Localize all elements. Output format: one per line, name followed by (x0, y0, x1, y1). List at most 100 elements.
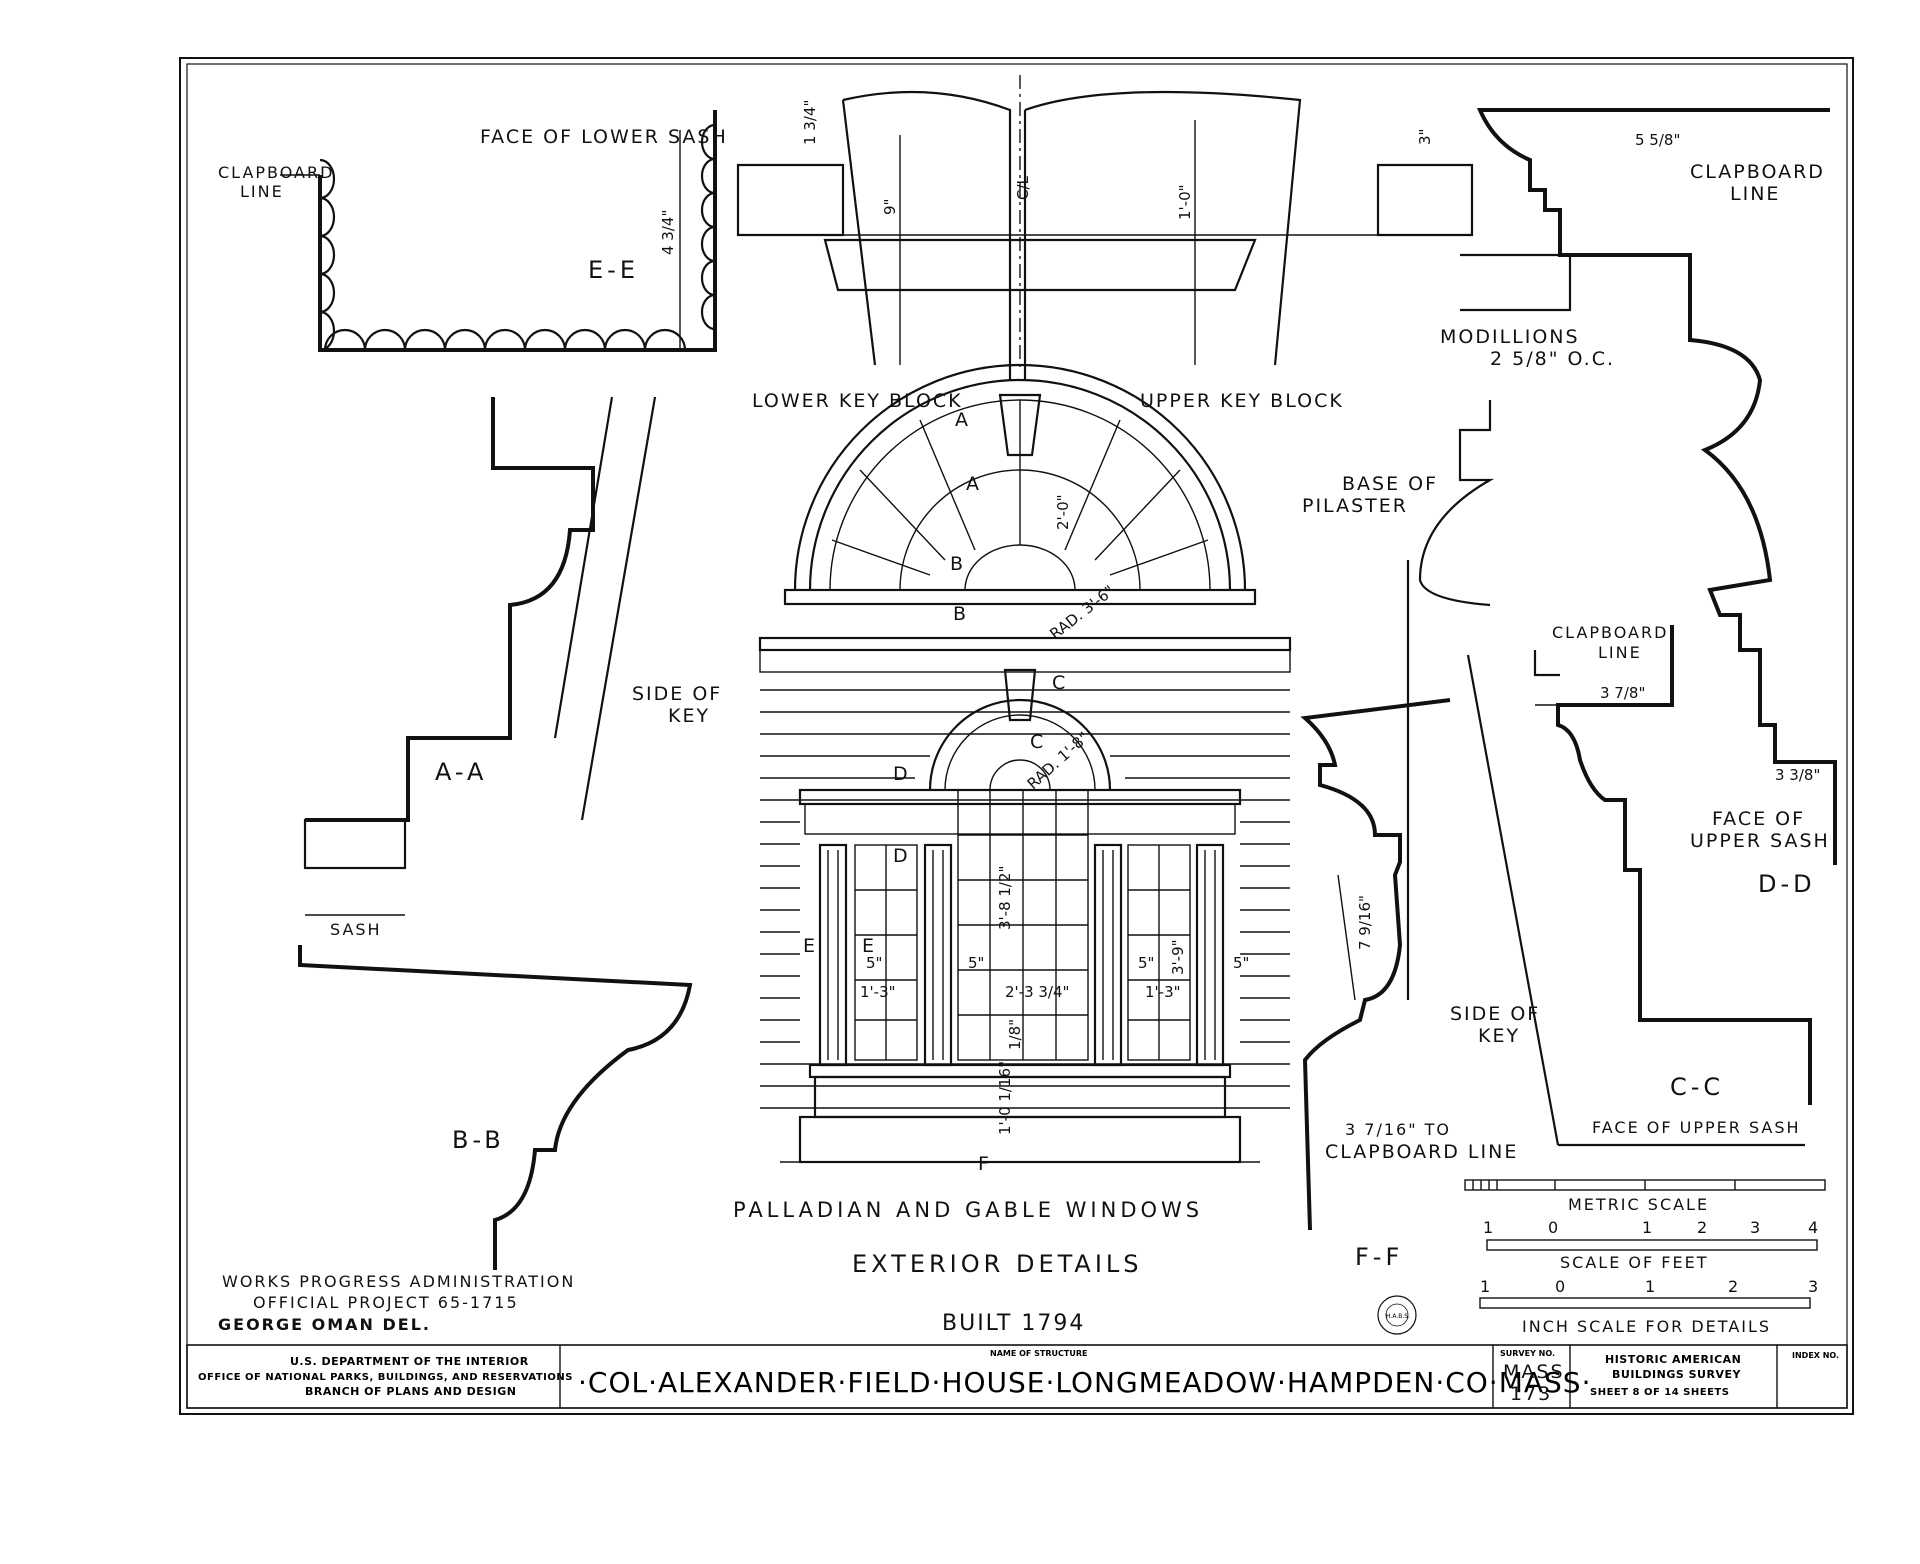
dd-clapboard-1: CLAPBOARD (1690, 161, 1825, 183)
ee-section-label: E-E (588, 256, 639, 284)
ee-face-label: FACE OF LOWER SASH (480, 126, 728, 148)
cc-clapboard-2: LINE (1598, 643, 1642, 662)
cc-side-key-2: KEY (1478, 1025, 1520, 1047)
cc-side-key-1: SIDE OF (1450, 1003, 1540, 1025)
dd-base-1: BASE OF (1342, 473, 1438, 495)
tb-survey-2: 173 (1510, 1383, 1552, 1405)
credit-wpa: WORKS PROGRESS ADMINISTRATION (222, 1272, 575, 1291)
mark-e1: E (803, 935, 817, 957)
elevation-palladian: RAD. 3'-6" RAD. 1'-8" 2'-0" 3'-8 1/2" 3'… (758, 363, 1292, 1175)
dd-modillions-1: MODILLIONS (1440, 326, 1580, 348)
dd-modillions-2: 2 5/8" O.C. (1490, 348, 1615, 370)
tb-structure: ·COL·ALEXANDER·FIELD·HOUSE·LONGMEADOW·HA… (578, 1366, 1591, 1399)
dd-clapboard-2: LINE (1730, 183, 1780, 205)
keyblock-dim-d: 3" (1416, 129, 1434, 145)
dd-section-label: D-D (1758, 870, 1816, 898)
tb-name-caption: NAME OF STRUCTURE (990, 1349, 1087, 1358)
cc-dim: 3 7/8" (1600, 684, 1645, 702)
credit-project: OFFICIAL PROJECT 65-1715 (253, 1293, 519, 1312)
sheet-border-outer (179, 57, 1854, 1415)
mark-a2: A (966, 473, 981, 495)
mark-d2: D (893, 845, 910, 867)
tb-dept-2: OFFICE OF NATIONAL PARKS, BUILDINGS, AND… (198, 1372, 573, 1383)
feet-num-2: 1 (1645, 1277, 1657, 1296)
dd-face-2: UPPER SASH (1690, 830, 1830, 852)
elev-w-side-left: 1'-3" (860, 983, 896, 1001)
dd-face-1: FACE OF (1712, 808, 1805, 830)
dd-base-2: PILASTER (1302, 495, 1408, 517)
dd-dim-top: 5 5/8" (1635, 131, 1680, 149)
title-line2: EXTERIOR DETAILS (852, 1250, 1143, 1278)
metric-num-1: 0 (1548, 1218, 1560, 1237)
title-built: BUILT 1794 (942, 1311, 1085, 1336)
stamp-text: H.A.B.S. (1386, 1313, 1410, 1320)
scales: METRIC SCALE 1 0 1 2 3 4 SCALE OF FEET 1… (1464, 1179, 1826, 1336)
detail-ee: FACE OF LOWER SASH CLAPBOARD LINE E-E 4 … (218, 110, 728, 352)
mark-a1: A (955, 409, 970, 431)
detail-keyblocks: LOWER KEY BLOCK UPPER KEY BLOCK 1 3/4" 9… (736, 75, 1474, 412)
elev-w-pil-4: 5" (1233, 954, 1249, 972)
keyblock-dim-b: 9" (881, 199, 899, 215)
title-block: U.S. DEPARTMENT OF THE INTERIOR OFFICE O… (186, 1344, 1848, 1409)
ff-dim: 7 9/16" (1356, 895, 1374, 950)
ee-dim: 4 3/4" (659, 210, 677, 255)
metric-num-4: 3 (1750, 1218, 1762, 1237)
elev-dim-low: 1'-0 1/16" (996, 1061, 1014, 1135)
cc-clapboard-1: CLAPBOARD (1552, 623, 1668, 642)
ee-clapboard-2: LINE (240, 182, 284, 201)
detail-dd: 5 5/8" CLAPBOARD LINE MODILLIONS 2 5/8" … (1302, 108, 1837, 1000)
tb-sheet: SHEET 8 OF 14 SHEETS (1590, 1387, 1729, 1398)
mark-b1: B (950, 553, 965, 575)
detail-bb: B-B (298, 945, 693, 1270)
cc-face-label: FACE OF UPPER SASH (1592, 1118, 1801, 1137)
tb-dept-1: U.S. DEPARTMENT OF THE INTERIOR (290, 1355, 529, 1368)
ff-clap-1: 3 7/16" TO (1345, 1120, 1451, 1139)
ff-clap-2: CLAPBOARD LINE (1325, 1141, 1518, 1163)
mark-d1: D (893, 763, 910, 785)
bb-section-label: B-B (452, 1126, 505, 1154)
mark-e2: E (862, 935, 876, 957)
credit-del: GEORGE OMAN DEL. (218, 1315, 431, 1334)
keyblock-centerline: C/L (1014, 175, 1032, 200)
feet-scale-label: SCALE OF FEET (1560, 1253, 1708, 1272)
metric-num-0: 1 (1483, 1218, 1495, 1237)
elev-w-pil-3: 5" (1138, 954, 1154, 972)
tb-survey-caption: SURVEY NO. (1500, 1349, 1555, 1358)
detail-aa: A-A SIDE OF KEY SASH (303, 396, 722, 939)
mark-c1: C (1052, 672, 1067, 694)
dd-dim-face: 3 3/8" (1775, 766, 1820, 784)
ee-clapboard-1: CLAPBOARD (218, 163, 334, 182)
feet-num-4: 3 (1808, 1277, 1820, 1296)
metric-num-2: 1 (1642, 1218, 1654, 1237)
feet-num-3: 2 (1728, 1277, 1740, 1296)
elev-w-pil-1: 5" (866, 954, 882, 972)
elev-w-side-right: 1'-3" (1145, 983, 1181, 1001)
mark-f: F (978, 1153, 991, 1175)
detail-ff: 7 9/16" 3 7/16" TO CLAPBOARD LINE F-F (1300, 698, 1518, 1271)
keyblock-upper-label: UPPER KEY BLOCK (1140, 390, 1344, 412)
aa-section-label: A-A (435, 758, 487, 786)
habs-stamp: H.A.B.S. (1377, 1295, 1417, 1335)
keyblock-lower-label: LOWER KEY BLOCK (752, 390, 963, 412)
keyblock-dim-a: 1 3/4" (801, 100, 819, 145)
metric-scale-label: METRIC SCALE (1568, 1195, 1709, 1214)
elev-dim-side: 3'-9" (1169, 939, 1187, 975)
aa-sash-label: SASH (330, 920, 382, 939)
feet-num-0: 1 (1480, 1277, 1492, 1296)
mark-c2: C (1030, 731, 1045, 753)
metric-num-3: 2 (1697, 1218, 1709, 1237)
elev-dim-sill: 1/8" (1006, 1019, 1024, 1050)
elev-dim-center: 3'-8 1/2" (996, 866, 1014, 930)
elev-dim-gable: 2'-0" (1054, 494, 1072, 530)
ff-section-label: F-F (1355, 1243, 1403, 1271)
tb-habs-1: HISTORIC AMERICAN (1605, 1353, 1741, 1366)
tb-survey-1: MASS (1503, 1361, 1565, 1383)
aa-side-key-1: SIDE OF (632, 683, 722, 705)
aa-side-key-2: KEY (668, 705, 710, 727)
title-line1: PALLADIAN AND GABLE WINDOWS (733, 1198, 1203, 1222)
elev-w-pil-2: 5" (968, 954, 984, 972)
detail-cc: CLAPBOARD LINE 3 7/8" SIDE OF KEY C-C FA… (1450, 623, 1812, 1147)
elev-w-center: 2'-3 3/4" (1005, 983, 1069, 1001)
mark-b2: B (953, 603, 968, 625)
